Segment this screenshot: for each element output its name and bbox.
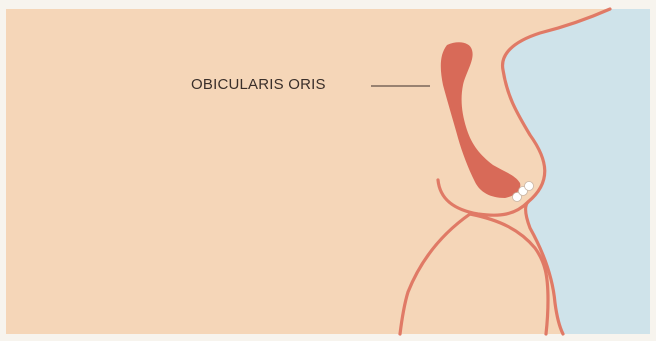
tooth-3: [525, 182, 534, 191]
muscle-label: OBICULARIS ORIS: [191, 76, 326, 93]
